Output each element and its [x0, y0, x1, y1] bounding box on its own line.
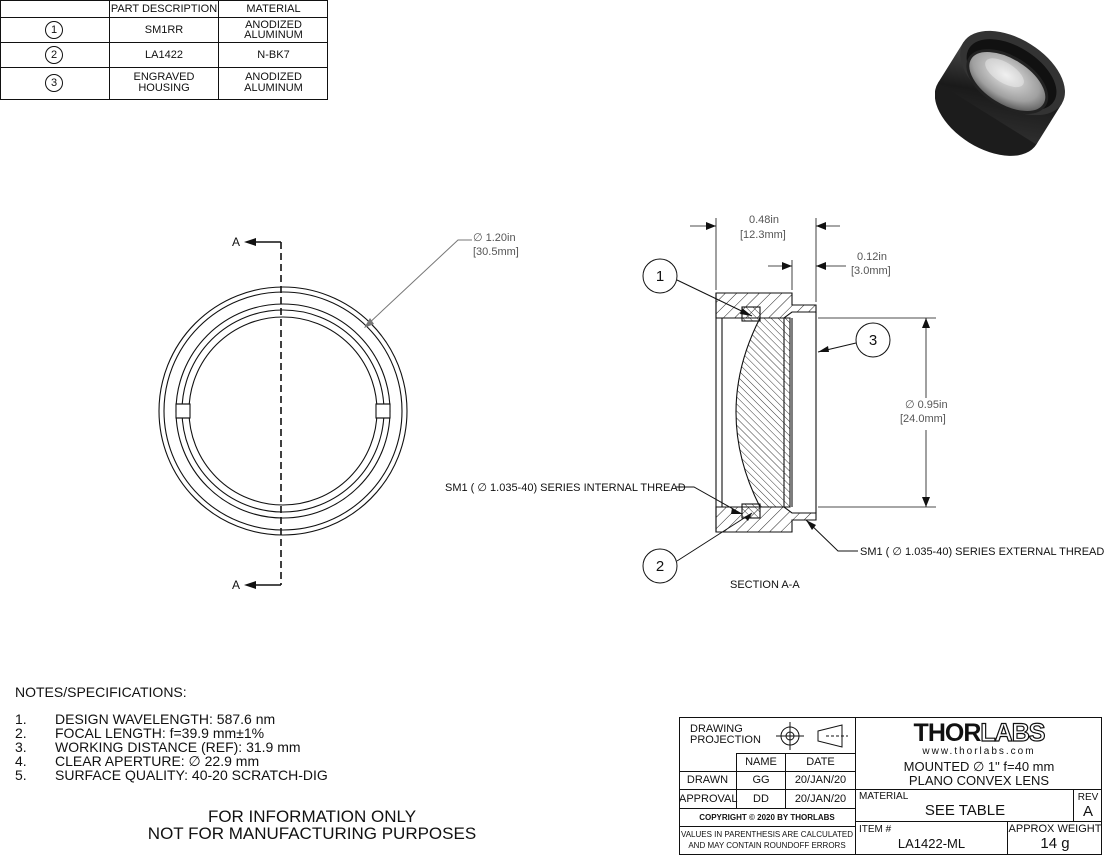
note-item: 4.CLEAR APERTURE: ∅ 22.9 mm: [15, 753, 260, 769]
projection-label-1: DRAWING: [690, 723, 743, 735]
dim-aperture-mm: [24.0mm]: [900, 413, 946, 425]
bom-item-number: 3: [50, 77, 58, 89]
material-value: SEE TABLE: [924, 802, 1006, 819]
front-diameter-mm: [30.5mm]: [473, 246, 519, 258]
balloon-2-label: 2: [655, 558, 665, 575]
note-item: 3.WORKING DISTANCE (REF): 31.9 mm: [15, 739, 301, 755]
drawing-title-2: PLANO CONVEX LENS: [908, 773, 1050, 788]
roundoff-note-1: VALUES IN PARENTHESIS ARE CALCULATED: [680, 830, 854, 839]
bom-item-number: 1: [50, 24, 58, 36]
item-label: ITEM #: [859, 824, 892, 835]
section-view: [642, 218, 936, 584]
bom-header-material: MATERIAL: [246, 3, 301, 15]
balloon-3-label: 3: [868, 332, 878, 349]
notes-list: 1.DESIGN WAVELENGTH: 587.6 nm 2.FOCAL LE…: [15, 712, 328, 782]
rev-label: REV: [1077, 792, 1099, 803]
external-thread-callout: SM1 ( ∅ 1.035-40) SERIES EXTERNAL THREAD: [860, 546, 1104, 558]
approval-label: APPROVAL: [679, 793, 738, 805]
date-header: DATE: [806, 756, 835, 768]
drawing-title-1: MOUNTED ∅ 1" f=40 mm: [903, 759, 1055, 774]
title-block: [679, 717, 1102, 855]
bom-cell-material: ANODIZED: [245, 19, 302, 31]
dim-step-in: 0.12in: [857, 251, 887, 263]
note-item: 1.DESIGN WAVELENGTH: 587.6 nm: [15, 711, 276, 727]
balloon-1-label: 1: [655, 268, 665, 285]
bom-cell-description: SM1RR: [144, 24, 184, 36]
balloon-3: [855, 322, 891, 358]
section-arrow-bottom: [244, 581, 256, 589]
drawn-label: DRAWN: [686, 774, 729, 786]
item-value: LA1422-ML: [897, 836, 966, 851]
bom-cell-description: LA1422: [145, 49, 183, 61]
bom-cell-material: ALUMINUM: [244, 82, 303, 94]
projection-label-2: PROJECTION: [690, 734, 761, 746]
material-label: MATERIAL: [859, 791, 909, 802]
dim-width-in: 0.48in: [749, 214, 779, 226]
bom-header-description: PART DESCRIPTION: [110, 3, 218, 15]
disclaimer-line-2: NOT FOR MANUFACTURING PURPOSES: [147, 824, 477, 843]
bom-table: [0, 0, 328, 100]
notes-title: NOTES/SPECIFICATIONS:: [15, 684, 187, 700]
section-arrow-top: [244, 238, 256, 246]
bom-cell-material: ALUMINUM: [244, 29, 303, 41]
bom-item-number: 2: [50, 49, 58, 61]
isometric-render: [935, 30, 1065, 156]
website: www.thorlabs.com: [922, 746, 1036, 757]
bom-cell-description: ENGRAVED: [133, 71, 195, 83]
balloon-1: [642, 258, 678, 294]
bom-cell-material: N-BK7: [257, 49, 290, 61]
copyright-notice: COPYRIGHT © 2020 BY THORLABS: [699, 813, 835, 822]
weight-value: 14 g: [1040, 835, 1070, 852]
drawn-name: GG: [752, 774, 770, 786]
dim-aperture-in: ∅ 0.95in: [905, 399, 948, 411]
approval-date: 20/JAN/20: [794, 793, 847, 805]
rev-value: A: [1082, 803, 1093, 820]
approval-name: DD: [753, 793, 769, 805]
dim-width-mm: [12.3mm]: [740, 229, 786, 241]
note-item: 2.FOCAL LENGTH: f=39.9 mm±1%: [15, 725, 265, 741]
internal-thread-callout: SM1 ( ∅ 1.035-40) SERIES INTERNAL THREAD: [445, 482, 686, 494]
roundoff-note-2: AND MAY CONTAIN ROUNDOFF ERRORS: [688, 841, 846, 850]
bom-cell-material: ANODIZED: [245, 71, 302, 83]
thorlabs-logo: THORLABS: [913, 718, 1046, 747]
drawn-date: 20/JAN/20: [794, 774, 847, 786]
note-item: 5.SURFACE QUALITY: 40-20 SCRATCH-DIG: [15, 767, 328, 783]
disclaimer-line-1: FOR INFORMATION ONLY: [207, 807, 417, 826]
section-mark-bottom: A: [232, 578, 241, 592]
front-diameter-in: ∅ 1.20in: [473, 232, 516, 244]
balloon-2: [642, 548, 678, 584]
name-header: NAME: [745, 756, 777, 768]
section-title: SECTION A-A: [730, 579, 800, 591]
weight-label: APPROX WEIGHT: [1008, 823, 1102, 835]
bom-cell-description: HOUSING: [138, 82, 190, 94]
dim-step-mm: [3.0mm]: [851, 265, 891, 277]
section-mark-top: A: [232, 235, 241, 249]
front-view: [158, 238, 472, 589]
